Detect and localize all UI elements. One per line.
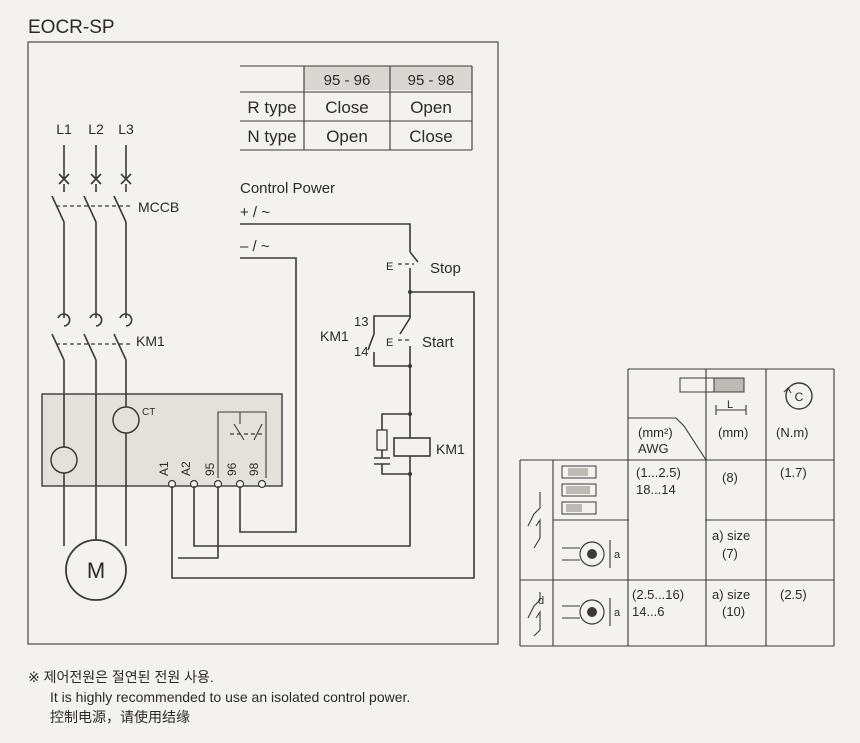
contact-row-label-n: N type [247,127,296,146]
control-pos-label: + / ~ [240,204,270,221]
row1-strip: (8) [722,470,738,485]
contact-cell: Close [325,98,368,117]
motor-label: M [87,558,105,583]
terminal-strip: A1 A2 95 96 98 [157,461,267,489]
torque-symbol: C [795,390,804,404]
coil-km1-label: KM1 [436,441,465,457]
contact-cell: Open [326,127,368,146]
strip-length-symbol: L [727,399,733,411]
phase-label: L3 [118,121,134,137]
row3-awg: 14...6 [632,604,665,619]
start-label: Start [422,334,455,351]
wire-unit-label: (mm²) [638,425,673,440]
terminal-96: 96 [225,462,239,476]
row3-dim: a [614,607,621,619]
contact-table: 95 - 96 95 - 98 R type Close Open N type… [240,65,473,151]
row2-size-val: (7) [722,546,738,561]
mccb-label: MCCB [138,199,179,215]
aux-14-label: 14 [354,344,368,359]
contact-row-label-r: R type [247,98,296,117]
ring-terminal-icon [562,598,611,626]
terminal-a2: A2 [179,461,193,476]
terminal-95: 95 [203,462,217,476]
row1-torque: (1.7) [780,465,807,480]
contact-header-95-98: 95 - 98 [408,72,455,89]
phase-lines [51,145,133,394]
control-power-label: Control Power [240,180,335,197]
wire-awg-label: AWG [638,441,669,456]
strip-unit-label: (mm) [718,425,748,440]
km1-label: KM1 [136,333,165,349]
control-circuit: Control Power + / ~ – / ~ E Stop E Start… [171,180,475,579]
blade-terminal-icon [527,592,541,637]
row2-size-label: a) size [712,528,750,543]
row1-awg: 18...14 [636,482,676,497]
ct-sensor-l3 [112,406,140,434]
start-e-label: E [386,337,393,349]
phase-label: L1 [56,121,72,137]
eocr-relay-box: CT [41,393,283,487]
note-chinese: 控制电源，请使用结缘 [50,709,190,725]
ferrule-icons [561,465,597,515]
row3-size-val: (10) [722,604,745,619]
torque-icon [785,382,813,410]
km1-coil [393,437,431,457]
wiring-spec-table: L C (mm²) AWG (mm) (N.m) (1...2.5) 18...… [519,368,835,647]
note-korean: ※ 제어전원은 절연된 전원 사용. [28,669,214,685]
aux-km1-label: KM1 [320,328,349,344]
motor-feed: M [63,486,127,601]
torque-unit-label: (N.m) [776,425,809,440]
row3-d: d [538,595,544,607]
blade-terminal-icon [527,492,541,549]
km1-contactor-symbol [51,313,133,394]
row3-wire: (2.5...16) [632,587,684,602]
row2-dim: a [614,549,621,561]
stop-e-label: E [386,261,393,273]
note-english: It is highly recommended to use an isola… [50,689,411,705]
control-neg-label: – / ~ [240,238,270,255]
diagram-frame [27,41,499,645]
ct-label: CT [142,407,155,418]
ct-sensor-l1 [50,446,78,474]
contact-cell: Close [409,127,452,146]
row3-torque: (2.5) [780,587,807,602]
mccb-symbol [51,173,132,318]
terminal-a1: A1 [157,461,171,476]
row3-size-label: a) size [712,587,750,602]
motor-symbol [65,539,127,601]
phase-label: L2 [88,121,104,137]
terminal-98: 98 [247,462,261,476]
aux-13-label: 13 [354,314,368,329]
diagram-title: EOCR-SP [28,17,115,38]
contact-cell: Open [410,98,452,117]
contact-header-95-96: 95 - 96 [324,72,371,89]
stop-label: Stop [430,260,461,277]
row1-wire: (1...2.5) [636,465,681,480]
ring-terminal-icon [562,540,611,568]
